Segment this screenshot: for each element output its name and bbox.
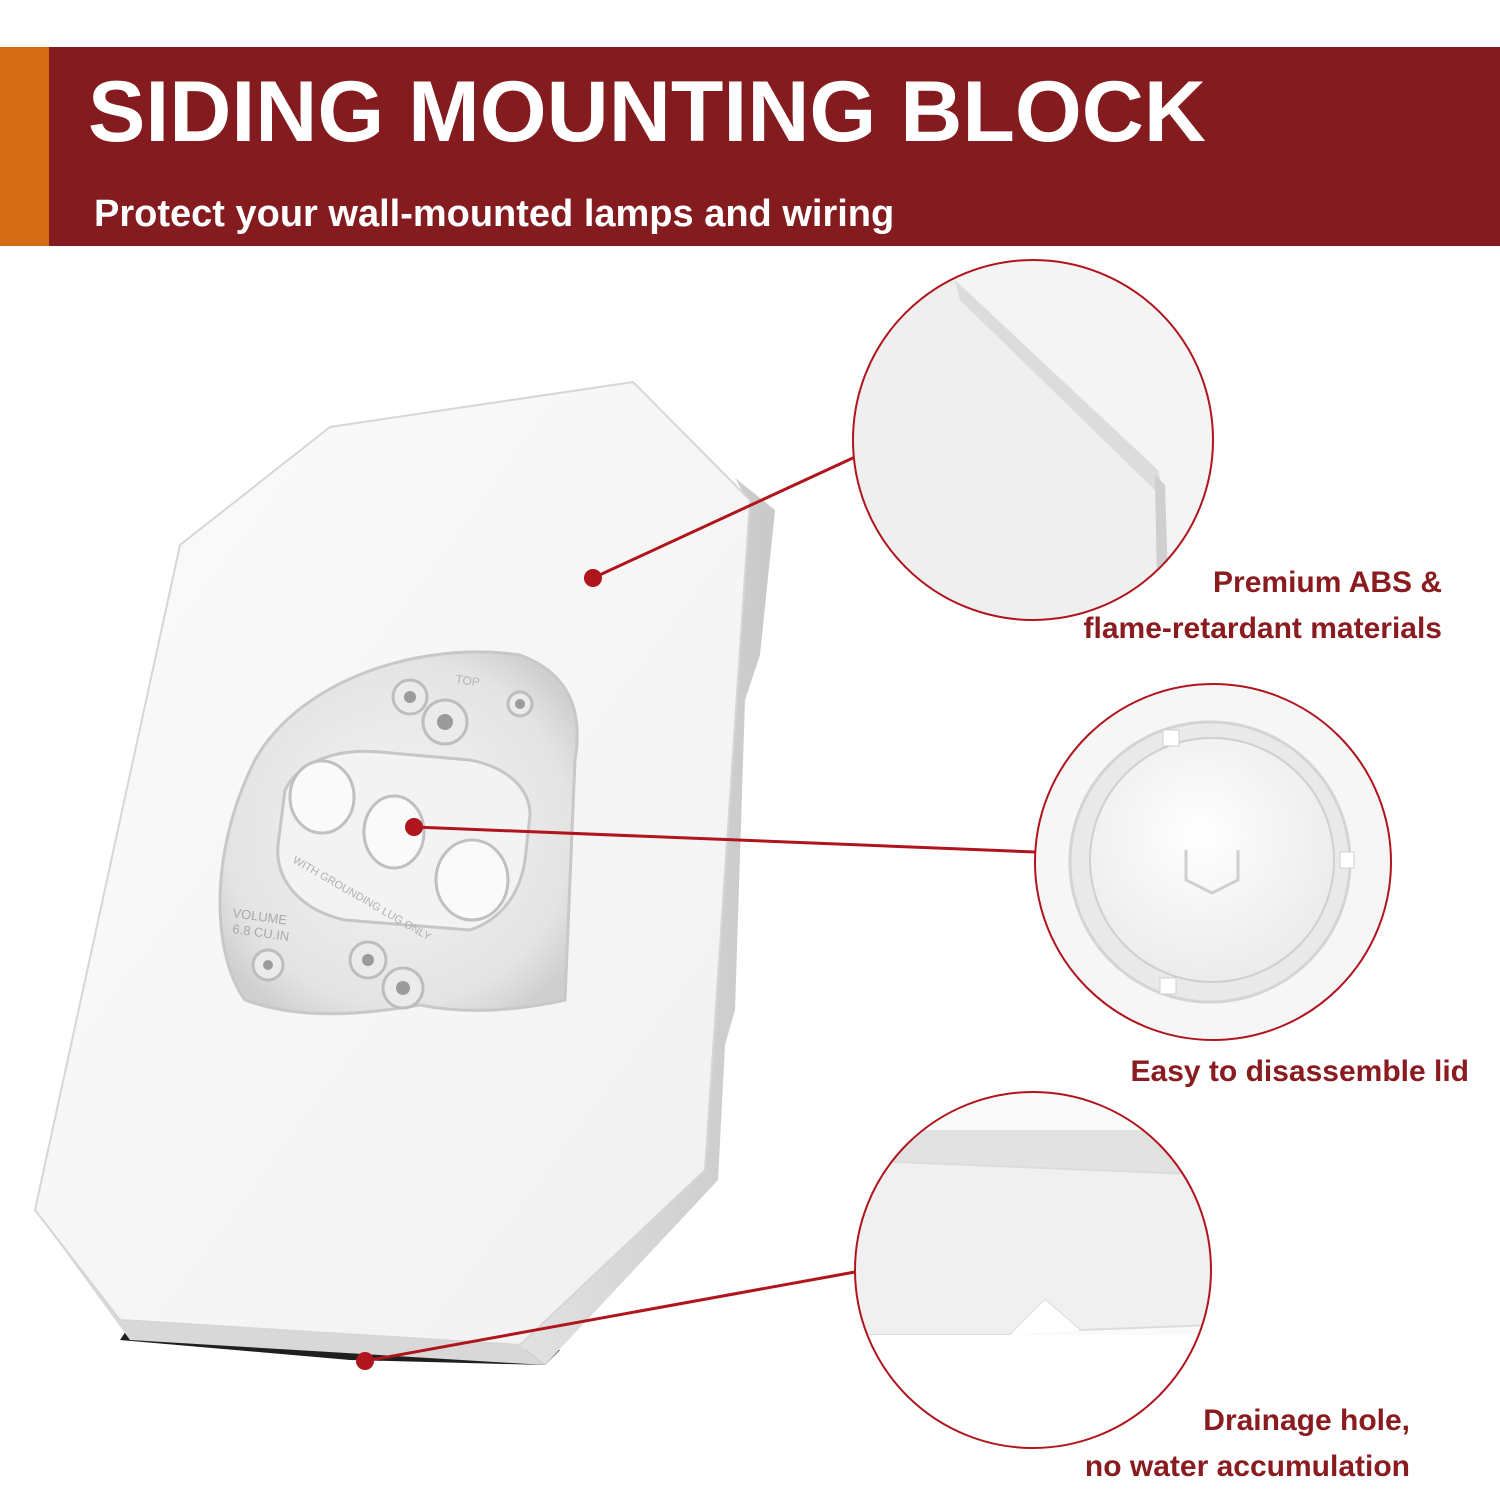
page-subtitle: Protect your wall-mounted lamps and wiri… — [94, 193, 895, 235]
callout-drainage-line1: Drainage hole, — [1203, 1404, 1410, 1437]
callout-lid: Easy to disassemble lid — [1131, 1049, 1469, 1095]
imprint-top-text: TOP — [455, 672, 481, 689]
page-title: SIDING MOUNTING BLOCK — [88, 64, 1206, 160]
block-side-edge — [520, 478, 775, 1365]
electrical-cavity: TOP VOLUME 6.8 CU.IN WITH GROUNDING LUG … — [218, 650, 579, 1016]
callout-dot-drainage — [356, 1352, 374, 1370]
callout-drainage-line2: no water accumulation — [1084, 1450, 1410, 1483]
callout-lid-line1: Easy to disassemble lid — [1130, 1055, 1469, 1088]
knockout-plate — [276, 749, 532, 932]
zoom-detail-drainage — [854, 1091, 1212, 1449]
callout-material-line1: Premium ABS & — [1213, 566, 1442, 599]
lid-cap — [1089, 737, 1335, 983]
callout-material: Premium ABS & flame-retardant materials — [1084, 560, 1442, 652]
callout-drainage: Drainage hole, no water accumulation — [1085, 1398, 1410, 1490]
mounting-block: TOP VOLUME 6.8 CU.IN WITH GROUNDING LUG … — [33, 380, 775, 1365]
callout-material-line2: flame-retardant materials — [1083, 612, 1442, 645]
callout-dot-lid — [405, 818, 423, 836]
header-banner: SIDING MOUNTING BLOCK Protect your wall-… — [0, 47, 1500, 246]
banner-accent-stripe — [0, 47, 49, 246]
callout-dot-material — [584, 569, 602, 587]
callout-dots — [356, 569, 602, 1370]
drainage-notch — [1010, 1300, 1080, 1335]
zoom-detail-material — [852, 259, 1214, 621]
callout-lines — [364, 455, 1036, 1363]
zoom-detail-lid — [1034, 683, 1392, 1041]
top-screw-lugs — [391, 678, 534, 746]
